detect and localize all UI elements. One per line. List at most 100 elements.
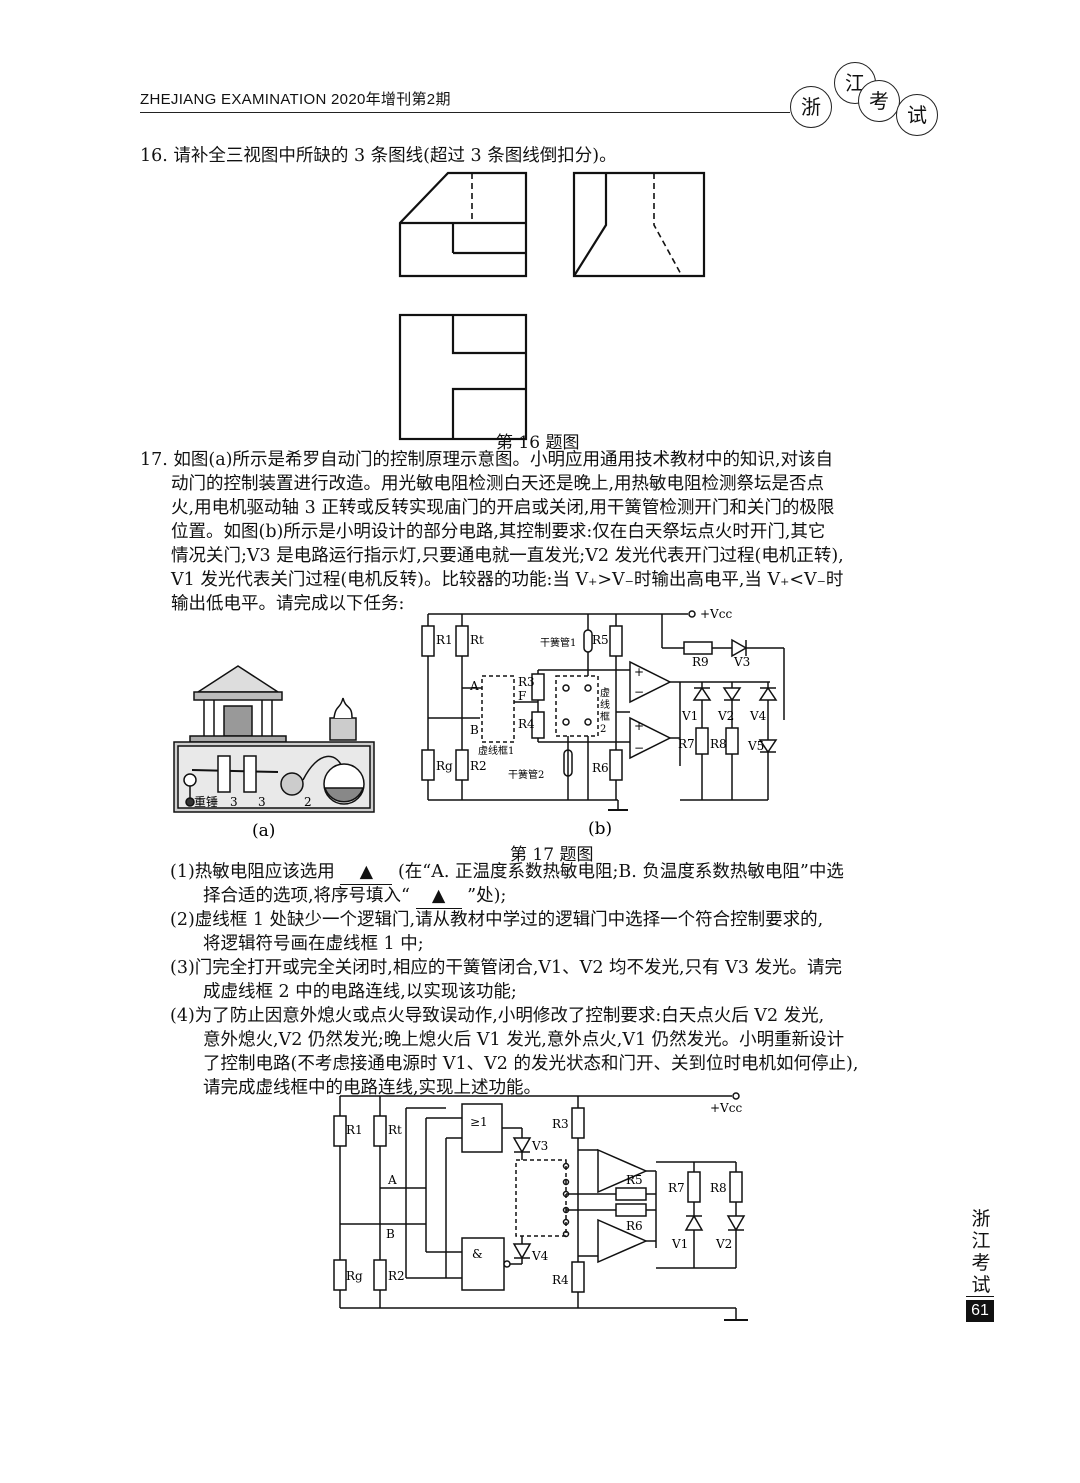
q17-stem-line: 情况关门;V3 是电路运行指示灯,只要通电就一直发光;V2 发光代表开门过程(电… [171,546,844,566]
label-2: 2 [304,795,312,809]
label-r8: R8 [710,737,727,751]
task-text: ”处); [467,886,507,906]
label-box2: 虚 [600,687,610,699]
figure-b-label: (b) [588,819,612,839]
label-rg: Rg [436,759,453,773]
figure-c-circuit: +Vcc R1 Rt A B Rg R2 ≥1 & V3 V4 R3 R4 R5… [333,1092,748,1321]
label-v5: V5 [747,739,764,753]
label-r6: R6 [626,1219,643,1233]
label-v1: V1 [681,709,698,723]
label-weight: 重锤 [194,794,218,809]
label-box1: 虚线框1 [478,744,514,757]
label-box2: 2 [600,724,606,735]
label-vcc: +Vcc [700,607,732,621]
label-rt: Rt [470,633,484,647]
label-v2: V2 [715,1237,732,1251]
label-r3: R3 [518,675,535,689]
task-text: 择合适的选项,将序号填入“ [203,886,411,906]
label-r9: R9 [692,655,709,669]
q17-stem-line: 火,用电机驱动轴 3 正转或反转实现庙门的开启或关闭,用干簧管检测开门和关门的极… [171,498,835,518]
journal-header: ZHEJIANG EXAMINATION 2020年增刊第2期 [140,91,451,108]
answer-blank: ▲ [340,860,393,885]
task-text: 请完成虚线框中的电路连线,实现上述功能。 [203,1078,542,1098]
task-text: (3)门完全打开或完全关闭时,相应的干簧管闭合,V1、V2 均不发光,只有 V3… [170,958,842,978]
label-r2: R2 [470,759,487,773]
page-number: 61 [966,1300,994,1322]
task-text: 了控制电路(不考虑接通电源时 V1、V2 的发光状态和门开、关到位时电机如何停止… [203,1054,859,1074]
q17-stem-line: 位置。如图(b)所示是小明设计的部分电路,其控制要求:仅在白天祭坛点火时开门,其… [171,522,826,542]
task-text: (2)虚线框 1 处缺少一个逻辑门,请从教材中学过的逻辑门中选择一个符合控制要求… [170,910,824,930]
q17-stem-line: 输出低电平。请完成以下任务: [171,594,405,614]
task-text: 意外熄火,V2 仍然发光;晚上熄火后 V1 发光,意外点火,V1 仍然发光。小明… [203,1030,845,1050]
label-minus: − [634,685,644,699]
label-box2: 框 [600,710,610,723]
label-v3: V3 [531,1139,548,1153]
seal-char: 考 [858,80,900,122]
label-a: A [387,1173,397,1187]
label-f: F [518,689,526,703]
label-rt: Rt [388,1123,402,1137]
q16-stem: 16. 请补全三视图中所缺的 3 条图线(超过 3 条图线倒扣分)。 [140,146,617,166]
header-rule [140,112,790,113]
q17-stem-line: 动门的控制装置进行改造。用光敏电阻检测白天还是晚上,用热敏电阻检测祭坛是否点 [171,474,825,494]
label-r2: R2 [388,1269,405,1283]
label-r4: R4 [518,717,535,731]
task-text: (在“A. 正温度系数热敏电阻;B. 负温度系数热敏电阻”中选 [397,862,844,882]
label-reed1: 干簧管1 [540,636,576,649]
label-b: B [386,1227,395,1241]
label-reed2: 干簧管2 [508,768,544,781]
top-view-line [451,315,526,355]
label-plus: + [634,665,644,679]
task-text: 成虚线框 2 中的电路连线,以实现该功能; [203,982,517,1002]
side-journal-name: 浙江考试 [971,1208,991,1296]
figure-a-temple: 重锤 3 3 2 (a) [173,665,375,841]
q16-caption: 第 16 题图 [496,433,580,453]
label-r1: R1 [436,633,453,647]
label-r5: R5 [592,633,609,647]
figure-a-label: (a) [252,821,275,841]
top-view-outline [398,313,528,441]
q17-stem-line: V1 发光代表关门过程(电机反转)。比较器的功能:当 V₊>V₋时输出高电平,当… [171,570,844,590]
label-r3: R3 [552,1117,569,1131]
label-a: A [469,679,479,693]
front-view-outline [398,171,528,278]
label-r5: R5 [626,1173,643,1187]
label-r7: R7 [678,737,695,751]
label-v4: V4 [531,1249,549,1263]
top-view-line [451,387,526,439]
label-r6: R6 [592,761,609,775]
q16-side-view [572,171,706,278]
label-r1: R1 [346,1123,363,1137]
task-text: 将逻辑符号画在虚线框 1 中; [203,934,424,954]
label-r8: R8 [710,1181,727,1195]
label-box2: 线 [600,698,610,711]
label-axis-3: 3 [230,795,238,809]
side-view-line [573,173,608,277]
label-axis-3: 3 [258,795,266,809]
label-v4: V4 [749,709,767,723]
task-1-cont: 择合适的选项,将序号填入“ ▲ ”处); [203,884,506,909]
answer-blank: ▲ [415,884,462,909]
q17-caption: 第 17 题图 [510,845,594,865]
q17-stem-line: 17. 如图(a)所示是希罗自动门的控制原理示意图。小明应用通用技术教材中的知识… [140,450,834,470]
label-b: B [470,723,479,737]
task-1: (1)热敏电阻应该选用 ▲ (在“A. 正温度系数热敏电阻;B. 负温度系数热敏… [170,860,844,885]
figure-b-circuit: +Vcc R1 Rt Rg R2 A B F R3 R4 R5 R6 R7 R8… [421,607,785,839]
q16-views-left [398,171,528,441]
side-view-hidden-line [653,173,683,277]
label-minus: − [634,741,644,755]
label-rg: Rg [346,1269,363,1283]
side-rule [966,1296,994,1297]
seal-char: 浙 [790,86,832,128]
task-text: (4)为了防止因意外熄火或点火导致误动作,小明修改了控制要求:白天点火后 V2 … [170,1006,825,1026]
label-and-gate: & [472,1247,483,1261]
seal-char: 试 [896,94,938,136]
label-v3: V3 [733,655,750,669]
label-r7: R7 [668,1181,685,1195]
task-text: (1)热敏电阻应该选用 [170,862,335,882]
label-v2: V2 [717,709,734,723]
label-vcc: +Vcc [710,1101,742,1115]
label-plus: + [634,719,644,733]
label-r4: R4 [552,1273,569,1287]
side-view-outline [572,171,706,278]
